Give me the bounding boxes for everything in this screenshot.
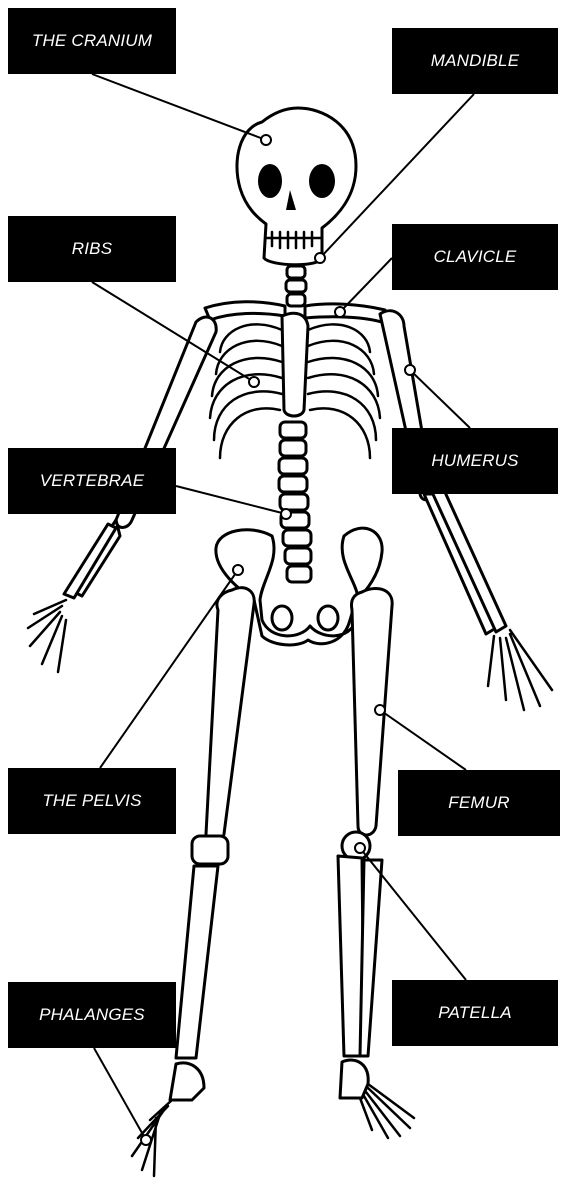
mandible-pointer-dot <box>315 253 325 263</box>
label-clavicle: CLAVICLE <box>392 224 558 290</box>
label-humerus: HUMERUS <box>392 428 558 494</box>
neck-vertebrae-drawing <box>286 266 306 306</box>
left-leg-drawing <box>132 588 254 1176</box>
clavicle-pointer-dot <box>335 307 345 317</box>
vertebral-column-drawing <box>279 422 311 582</box>
pelvis-pointer-dot <box>233 565 243 575</box>
cranium-leader-line <box>92 74 266 140</box>
label-phalanges: PHALANGES <box>8 982 176 1048</box>
clavicle-leader-line <box>340 258 392 312</box>
right-leg-drawing <box>338 588 414 1138</box>
vertebrae-pointer-dot <box>281 509 291 519</box>
femur-pointer-dot <box>375 705 385 715</box>
cranium-pointer-dot <box>261 135 271 145</box>
vertebrae-leader-line <box>176 486 286 514</box>
label-vertebrae: VERTEBRAE <box>8 448 176 514</box>
humerus-pointer-dot <box>405 365 415 375</box>
label-mandible: MANDIBLE <box>392 28 558 94</box>
patella-pointer-dot <box>355 843 365 853</box>
phalanges-leader-line <box>94 1048 146 1140</box>
skull-drawing <box>237 108 356 265</box>
label-cranium: THE CRANIUM <box>8 8 176 74</box>
label-femur: FEMUR <box>398 770 560 836</box>
label-patella: PATELLA <box>392 980 558 1046</box>
phalanges-pointer-dot <box>141 1135 151 1145</box>
label-pelvis: THE PELVIS <box>8 768 176 834</box>
femur-leader-line <box>380 710 466 770</box>
label-ribs: RIBS <box>8 216 176 282</box>
ribs-pointer-dot <box>249 377 259 387</box>
